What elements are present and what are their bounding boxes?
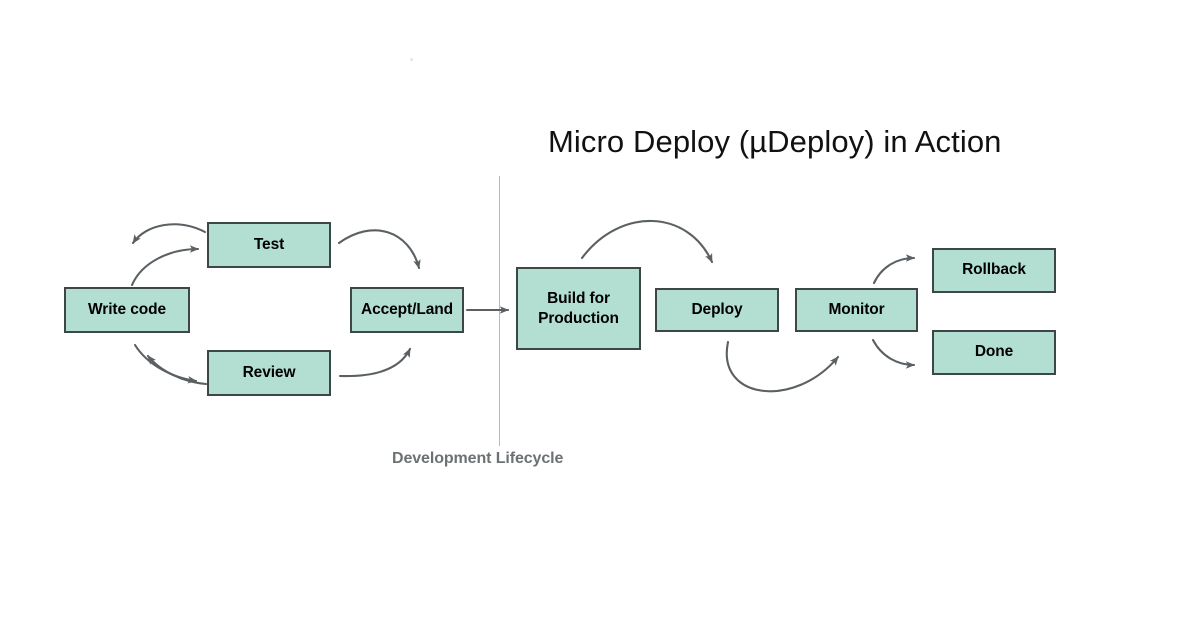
node-monitor-label: Monitor bbox=[828, 300, 885, 318]
node-build-for-production[interactable]: Build for Production bbox=[516, 267, 641, 350]
node-rollback-label: Rollback bbox=[962, 261, 1026, 279]
edge-review-to-accept-land bbox=[338, 347, 412, 378]
section-caption-development-lifecycle: Development Lifecycle bbox=[392, 450, 564, 467]
node-review-label: Review bbox=[242, 363, 296, 381]
lifecycle-divider-line bbox=[499, 176, 500, 446]
edge-review-to-write-code bbox=[146, 354, 208, 386]
node-build-for-production-label: Build for Production bbox=[538, 290, 619, 327]
node-test-label: Test bbox=[253, 235, 285, 253]
edge-test-to-accept-land bbox=[337, 229, 421, 270]
node-accept-land-label: Accept/Land bbox=[361, 300, 453, 318]
node-monitor[interactable]: Monitor bbox=[795, 288, 918, 332]
edge-write-code-to-review bbox=[133, 343, 198, 384]
node-done[interactable]: Done bbox=[932, 330, 1056, 375]
edge-deploy-to-monitor bbox=[725, 340, 840, 393]
node-review[interactable]: Review bbox=[207, 350, 331, 396]
node-rollback[interactable]: Rollback bbox=[932, 248, 1056, 293]
node-test[interactable]: Test bbox=[207, 222, 331, 268]
page-title: Micro Deploy (µDeploy) in Action bbox=[548, 124, 1002, 159]
edge-monitor-to-rollback bbox=[872, 254, 916, 285]
node-done-label: Done bbox=[974, 343, 1014, 361]
node-write-code-label: Write code bbox=[88, 300, 166, 318]
stray-artifact-mark bbox=[410, 58, 413, 61]
node-accept-land[interactable]: Accept/Land bbox=[350, 287, 464, 333]
edge-write-code-to-test bbox=[130, 245, 200, 287]
node-write-code[interactable]: Write code bbox=[64, 287, 190, 333]
node-deploy-label: Deploy bbox=[691, 300, 743, 318]
edge-build-to-deploy bbox=[580, 219, 714, 264]
edge-test-to-write-code bbox=[131, 223, 207, 245]
edge-monitor-to-done bbox=[871, 338, 916, 369]
node-deploy[interactable]: Deploy bbox=[655, 288, 779, 332]
